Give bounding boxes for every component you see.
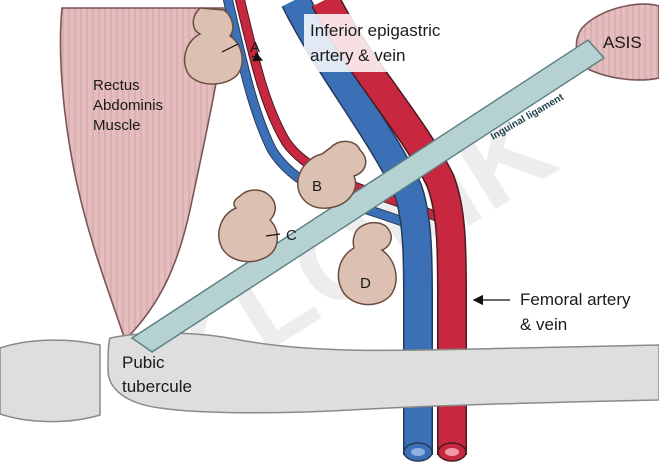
hernia-sac-a: A	[185, 8, 262, 84]
rectus-label-line2: Abdominis	[93, 97, 163, 114]
pubic-label-line1: Pubic	[122, 353, 165, 372]
pubic-bone	[0, 333, 659, 422]
epigastric-label-line1: Inferior epigastric	[310, 21, 441, 40]
epigastric-callout: Inferior epigastric artery & vein	[304, 14, 484, 72]
hernia-label-a: A	[250, 39, 260, 56]
femoral-label-line1: Femoral artery	[520, 290, 631, 309]
rectus-label-line1: Rectus	[93, 77, 140, 94]
pubic-label-line2: tubercule	[122, 377, 192, 396]
hernia-label-b: B	[312, 178, 322, 195]
rectus-label-line3: Muscle	[93, 117, 141, 134]
asis-label: ASIS	[603, 33, 642, 52]
femoral-callout: Femoral artery & vein	[474, 290, 631, 334]
hernia-label-d: D	[360, 275, 371, 292]
epigastric-label-line2: artery & vein	[310, 46, 405, 65]
hernia-label-c: C	[286, 227, 297, 244]
femoral-label-line2: & vein	[520, 315, 567, 334]
